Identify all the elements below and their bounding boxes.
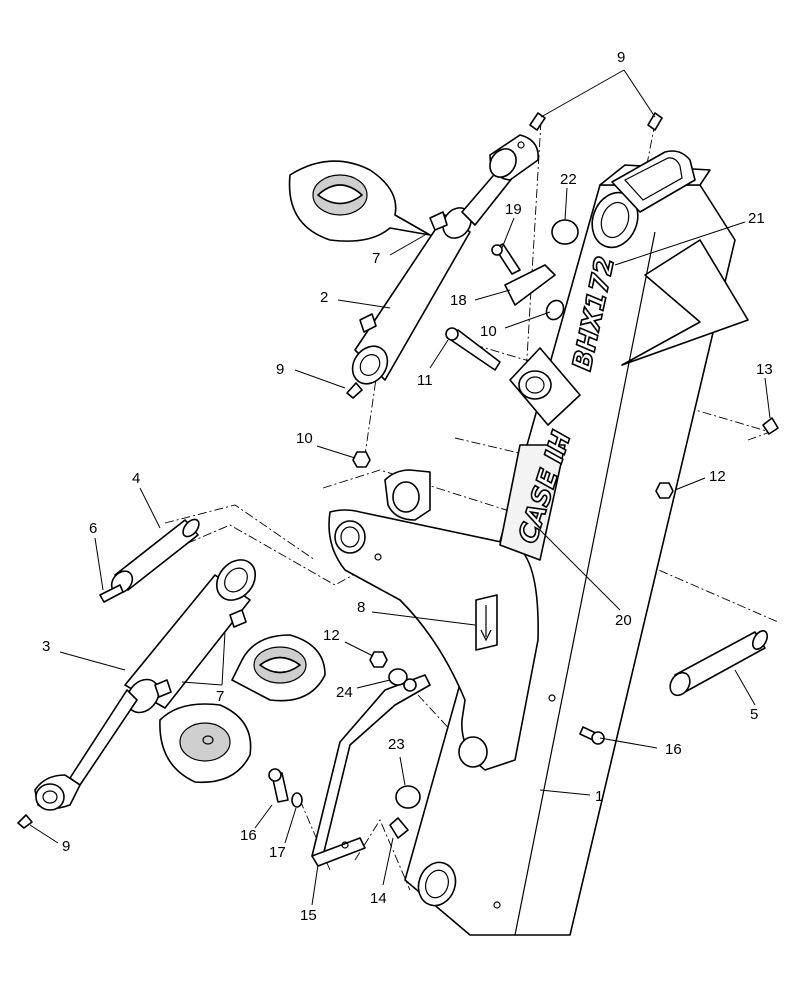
callout-6: 6	[89, 520, 97, 537]
callout-16: 16	[240, 827, 257, 844]
callout-10: 10	[296, 430, 313, 447]
callout-16: 16	[665, 741, 682, 758]
hydraulic-cylinder-upper	[351, 134, 539, 385]
lever-bracket	[311, 674, 431, 867]
leader-lines	[29, 69, 771, 906]
bracket-plate	[328, 469, 539, 771]
pivot-pad	[509, 347, 581, 426]
callout-15: 15	[300, 907, 317, 924]
callout-21: 21	[748, 210, 765, 227]
callout-1: 1	[595, 788, 603, 805]
detail-bubbles	[159, 160, 431, 784]
callout-9: 9	[617, 49, 625, 66]
callout-7: 7	[372, 250, 380, 267]
callout-11: 11	[417, 372, 433, 389]
hardware	[17, 112, 779, 839]
callout-19: 19	[505, 201, 522, 218]
pin-4	[110, 518, 200, 594]
callout-5: 5	[750, 706, 758, 723]
callout-3: 3	[42, 638, 50, 655]
callout-13: 13	[756, 361, 773, 378]
callout-18: 18	[450, 292, 467, 309]
callout-22: 22	[560, 171, 577, 188]
callout-9: 9	[62, 838, 70, 855]
callout-12: 12	[709, 468, 726, 485]
callout-23: 23	[388, 736, 405, 753]
callout-17: 17	[269, 844, 286, 861]
pin-5	[669, 630, 769, 697]
callout-24: 24	[336, 684, 353, 701]
hydraulic-cylinder-lower	[34, 559, 257, 811]
callout-2: 2	[320, 289, 328, 306]
callout-7: 7	[216, 688, 224, 705]
callout-20: 20	[615, 612, 632, 629]
callout-10: 10	[480, 323, 497, 340]
callout-9: 9	[276, 361, 284, 378]
callout-14: 14	[370, 890, 387, 907]
callout-labels: 9 22 21 19 7 2 18 10 9 11 13 10 12 4 6 2…	[42, 49, 773, 924]
callout-4: 4	[132, 470, 140, 487]
callout-8: 8	[357, 599, 365, 616]
callout-12: 12	[323, 627, 340, 644]
